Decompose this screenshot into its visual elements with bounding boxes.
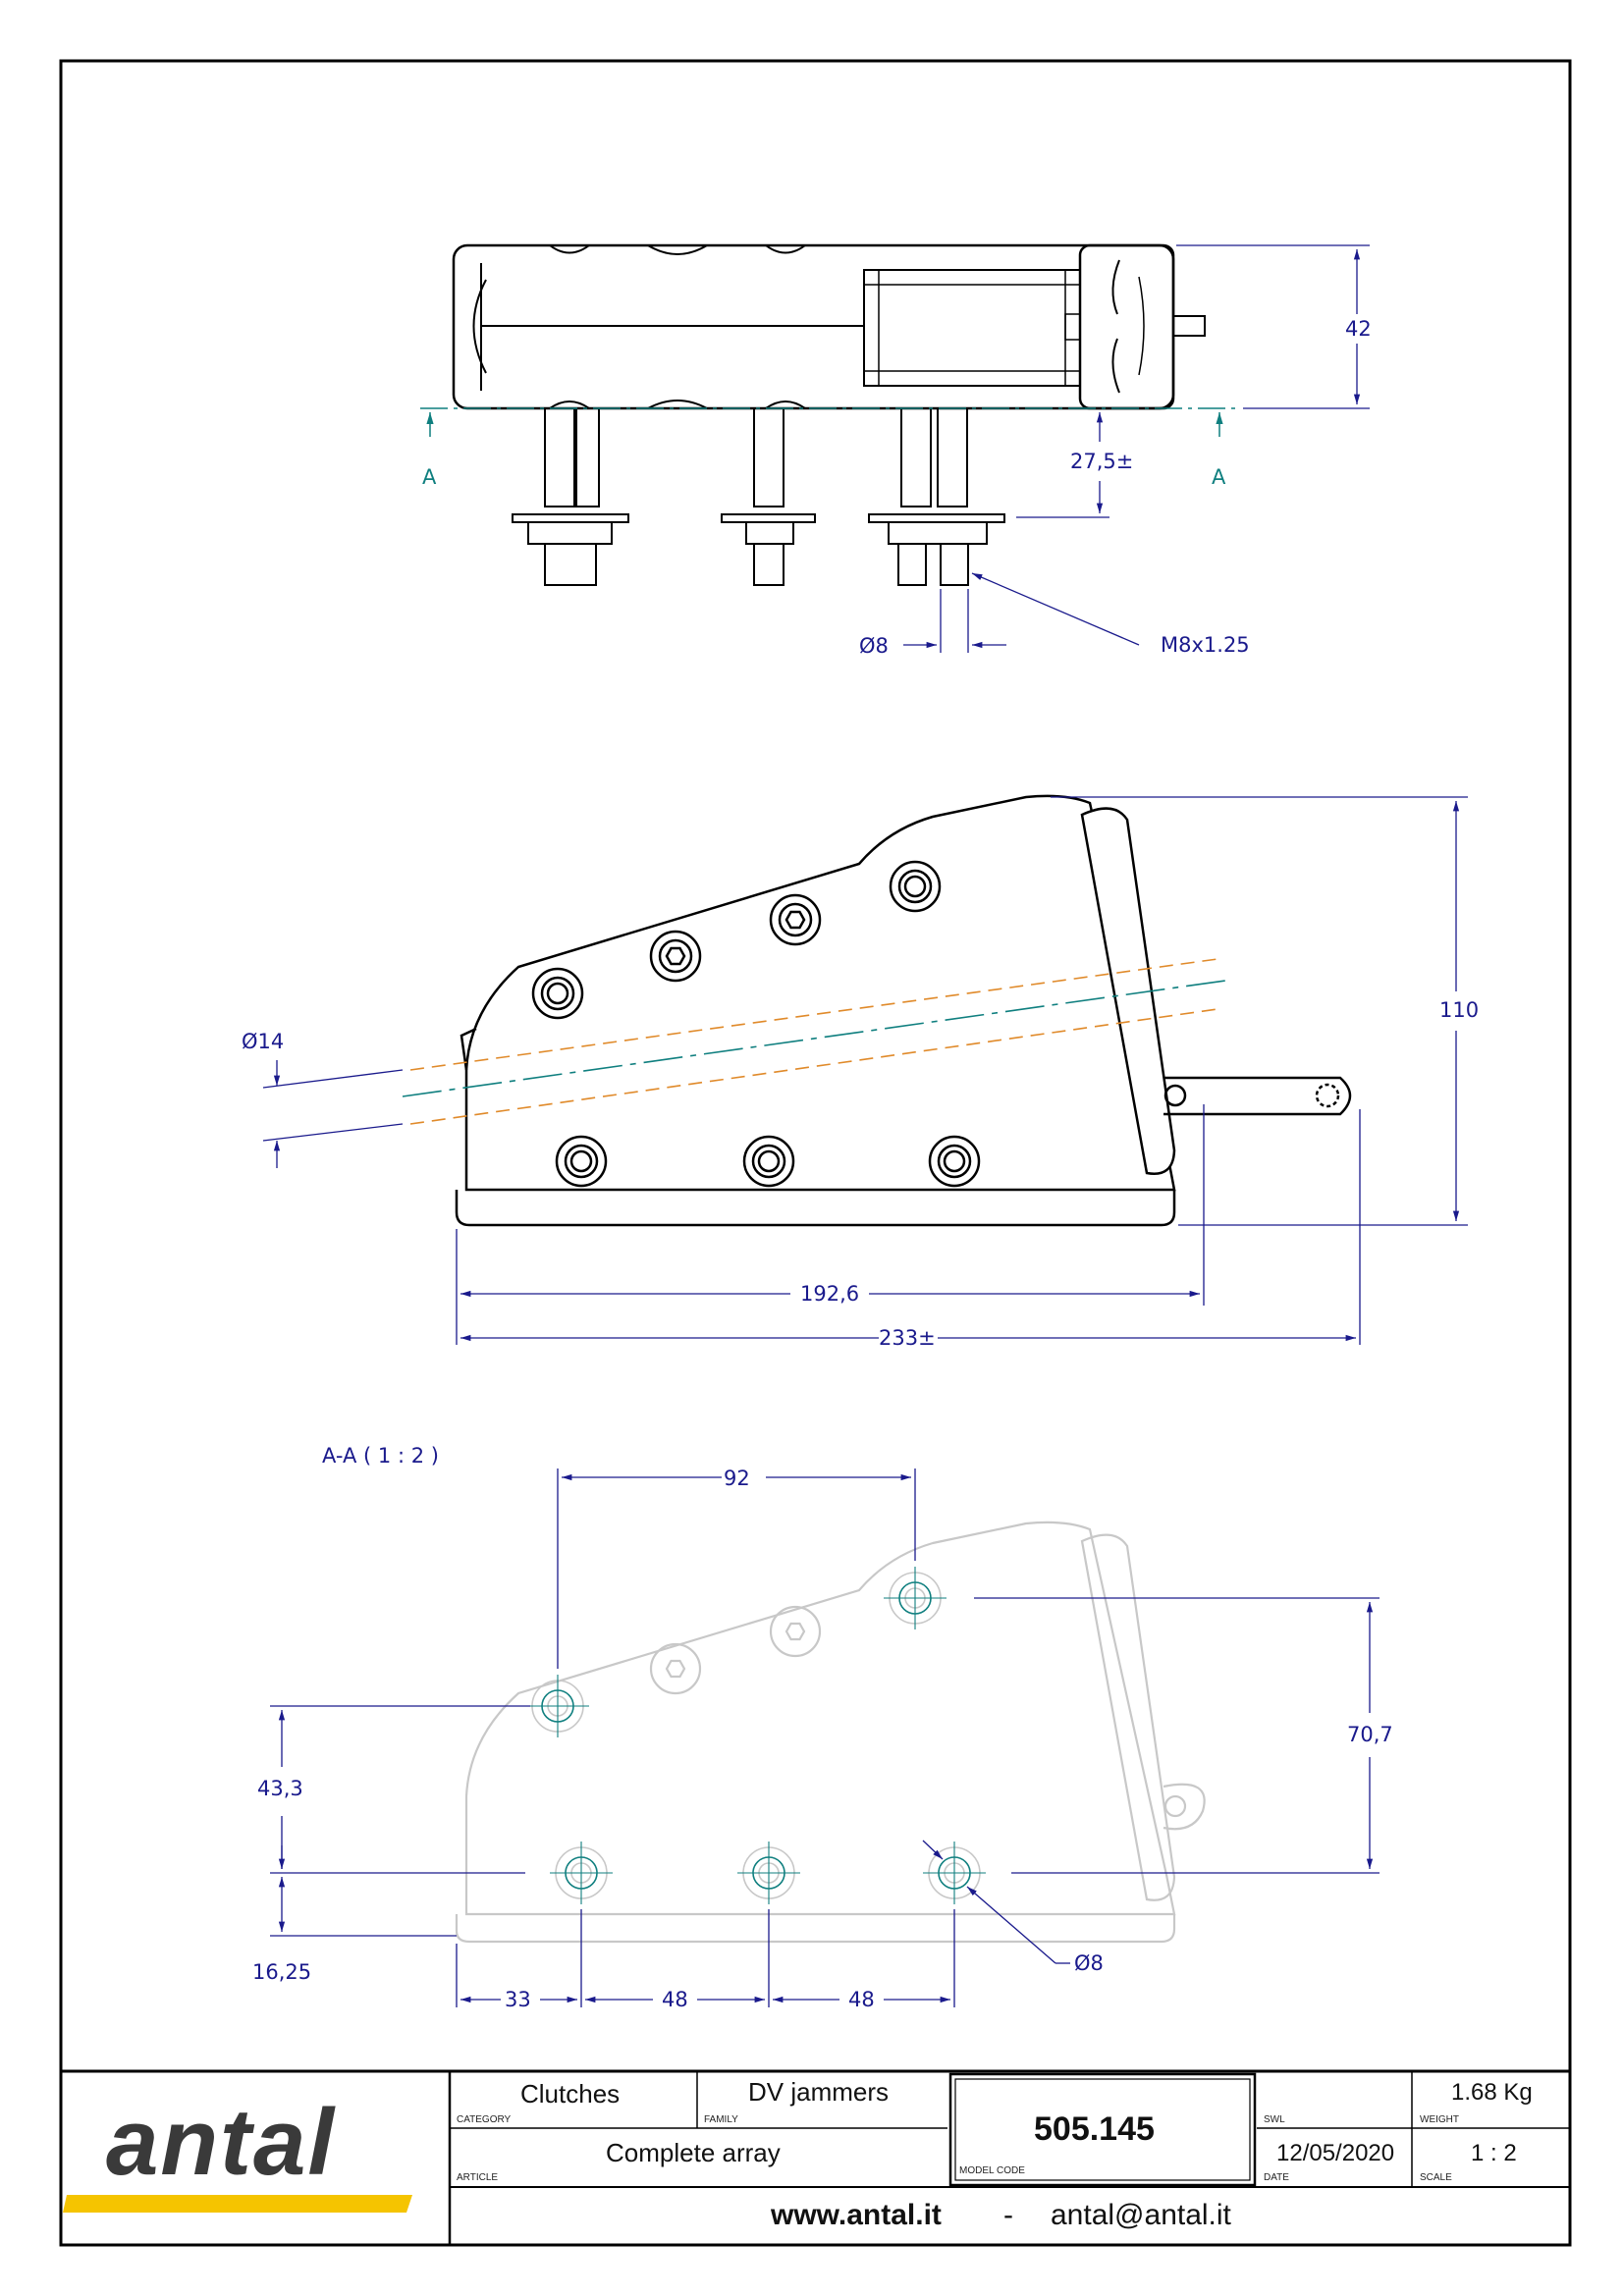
- article-label: ARTICLE: [457, 2172, 499, 2183]
- date-label: DATE: [1264, 2172, 1289, 2183]
- top-view: [452, 243, 1206, 586]
- category-label: CATEGORY: [457, 2114, 512, 2125]
- stud-diameter-label: Ø8: [859, 634, 889, 658]
- side-view: [455, 794, 1352, 1227]
- swl-label: SWL: [1264, 2114, 1285, 2125]
- date-value: 12/05/2020: [1276, 2140, 1395, 2166]
- weight-value: 1.68 Kg: [1451, 2079, 1533, 2106]
- section-marker-right: A: [1212, 465, 1226, 489]
- model-code-value: 505.145: [1034, 2110, 1155, 2148]
- top-view-dimensions: [903, 244, 1370, 653]
- section-marker-left: A: [422, 465, 437, 489]
- dim-section-70-7: 70,7: [1347, 1723, 1393, 1746]
- model-code-label: MODEL CODE: [959, 2165, 1025, 2176]
- title-block-grid: [61, 2069, 1570, 2245]
- dim-length-192-6: 192,6: [800, 1282, 859, 1306]
- dim-height-42: 42: [1345, 317, 1372, 341]
- thread-label: M8x1.25: [1161, 633, 1250, 657]
- dim-section-33: 33: [505, 1988, 531, 2011]
- dim-overall-233: 233±: [879, 1326, 936, 1350]
- dim-section-48-a: 48: [662, 1988, 688, 2011]
- section-holes: [526, 1567, 986, 1904]
- side-view-screws: [531, 860, 981, 1188]
- scale-value: 1 : 2: [1471, 2140, 1517, 2166]
- dim-section-43-3: 43,3: [257, 1777, 303, 1800]
- drawing-frame: [59, 59, 1572, 2247]
- website-link[interactable]: www.antal.it: [771, 2199, 942, 2231]
- section-dimensions: [270, 1468, 1380, 2007]
- dim-section-92: 92: [724, 1467, 750, 1490]
- rope-diameter-label: Ø14: [242, 1030, 284, 1053]
- dim-section-16-25: 16,25: [252, 1960, 311, 1984]
- dim-height-110: 110: [1439, 998, 1479, 1022]
- logo-accent-bar: [63, 2195, 412, 2213]
- family-value: DV jammers: [748, 2077, 890, 2107]
- family-label: FAMILY: [704, 2114, 738, 2125]
- dim-section-48-b: 48: [848, 1988, 875, 2011]
- section-title: A-A ( 1 : 2 ): [322, 1444, 439, 1468]
- scale-label: SCALE: [1420, 2172, 1452, 2183]
- dim-stud-27-5: 27,5±: [1070, 450, 1133, 473]
- rope-path: [402, 958, 1233, 1125]
- category-value: Clutches: [520, 2079, 621, 2109]
- section-view-ghost-outline: [455, 1521, 1206, 1944]
- side-view-dimensions: [262, 796, 1468, 1345]
- brand-logo: antal: [106, 2090, 337, 2195]
- weight-label: WEIGHT: [1420, 2114, 1459, 2125]
- email-link[interactable]: antal@antal.it: [1051, 2199, 1231, 2231]
- footer-separator: -: [1003, 2199, 1013, 2231]
- article-value: Complete array: [606, 2138, 781, 2167]
- section-hole-diameter: Ø8: [1074, 1951, 1104, 1975]
